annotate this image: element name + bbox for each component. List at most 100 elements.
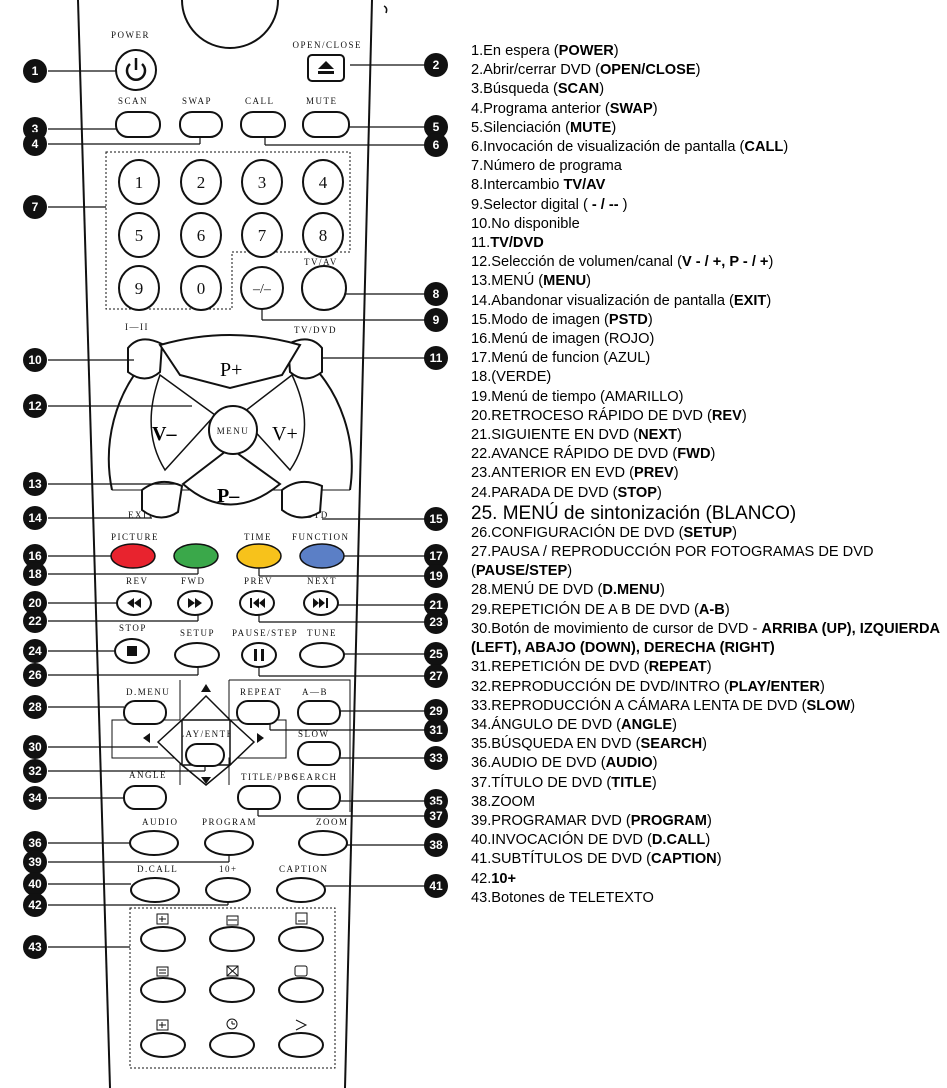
p-plus-button[interactable] <box>158 334 302 390</box>
legend-item-22: 22.AVANCE RÁPIDO DE DVD (FWD) <box>471 446 716 463</box>
green-button[interactable] <box>173 543 219 569</box>
cursor-left-button[interactable] <box>156 718 183 767</box>
svg-text:1: 1 <box>135 173 144 192</box>
svg-text:14: 14 <box>28 511 42 525</box>
teletext-button[interactable] <box>209 926 255 952</box>
cursor-right-button[interactable] <box>229 718 256 767</box>
teletext-button[interactable] <box>140 926 186 952</box>
cursor-up-button[interactable] <box>180 694 232 721</box>
digit-button-0[interactable]: 0 <box>180 265 222 311</box>
teletext-button[interactable] <box>140 1032 186 1058</box>
digit-button-5[interactable]: 5 <box>118 212 160 258</box>
label-caption: CAPTION <box>279 864 329 874</box>
teletext-button[interactable] <box>278 977 324 1003</box>
callout-7: 7 <box>23 195 47 219</box>
remote-control-diagram: POWER OPEN/CLOSE SCAN SWAP CALL MUTE TV/… <box>23 0 448 1088</box>
teletext-frame <box>129 907 336 1069</box>
setup-button[interactable] <box>174 642 220 668</box>
call-button[interactable] <box>240 111 286 138</box>
callout-5: 5 <box>424 115 448 139</box>
time-yellow-button[interactable] <box>236 543 282 569</box>
svg-text:3: 3 <box>258 173 267 192</box>
tv-av-button[interactable] <box>301 265 347 311</box>
rev-button[interactable] <box>116 590 152 616</box>
v-plus-button[interactable] <box>238 373 306 472</box>
power-button[interactable] <box>115 49 157 91</box>
callouts: 1 2 3 4 5 6 7 8 9 10 11 12 13 14 15 16 1… <box>23 53 448 959</box>
audio-button[interactable] <box>129 830 179 856</box>
pause-step-button[interactable] <box>241 642 277 668</box>
callout-leader-lines <box>48 64 425 948</box>
callout-36: 36 <box>23 831 47 855</box>
p-std-button[interactable] <box>281 480 324 519</box>
label-power: POWER <box>111 30 150 40</box>
digit-button-9[interactable]: 9 <box>118 265 160 311</box>
exit-button[interactable] <box>141 480 184 519</box>
fwd-button[interactable] <box>177 590 213 616</box>
svg-text:36: 36 <box>28 836 42 850</box>
digit-button-7[interactable]: 7 <box>241 212 283 258</box>
v-plus-label: V+ <box>272 423 298 445</box>
svg-text:37: 37 <box>429 809 443 823</box>
search-button[interactable] <box>297 785 341 810</box>
digit-button-4[interactable]: 4 <box>302 159 344 205</box>
swap-button[interactable] <box>179 111 223 138</box>
function-blue-button[interactable] <box>299 543 345 569</box>
teletext-button[interactable] <box>140 977 186 1003</box>
open-close-button[interactable] <box>307 54 345 82</box>
digit-button-8[interactable]: 8 <box>302 212 344 258</box>
digit-button-3[interactable]: 3 <box>241 159 283 205</box>
menu-button[interactable]: MENU <box>208 405 258 455</box>
label-rev: REV <box>126 576 149 586</box>
label-pause-step: PAUSE/STEP <box>232 628 298 638</box>
a-b-button[interactable] <box>297 700 341 725</box>
callout-18: 18 <box>23 562 47 586</box>
svg-text:2: 2 <box>197 173 206 192</box>
next-button[interactable] <box>303 590 339 616</box>
svg-text:43: 43 <box>28 940 42 954</box>
d-menu-button[interactable] <box>123 700 167 725</box>
label-zoom: ZOOM <box>316 817 349 827</box>
teletext-button[interactable] <box>278 1032 324 1058</box>
legend-item-18: 18.(VERDE) <box>471 369 552 386</box>
teletext-button[interactable] <box>209 1032 255 1058</box>
cursor-pad <box>156 694 256 786</box>
svg-text:9: 9 <box>135 279 144 298</box>
slow-button[interactable] <box>297 741 341 766</box>
play-enter-button[interactable] <box>185 743 225 767</box>
teletext-button[interactable] <box>209 977 255 1003</box>
title-pbc-button[interactable] <box>237 785 281 810</box>
angle-button[interactable] <box>123 785 167 810</box>
svg-text:42: 42 <box>28 898 42 912</box>
stop-button[interactable] <box>114 638 150 664</box>
digit-select-button[interactable]: –/– <box>240 266 284 310</box>
svg-text:19: 19 <box>429 569 443 583</box>
tune-button[interactable] <box>299 642 345 668</box>
digit-button-1[interactable]: 1 <box>118 159 160 205</box>
v-minus-button[interactable] <box>150 373 217 472</box>
digit-button-2[interactable]: 2 <box>180 159 222 205</box>
svg-text:11: 11 <box>430 351 443 365</box>
caption-button[interactable] <box>276 877 326 903</box>
callout-40: 40 <box>23 872 47 896</box>
play-pause-button[interactable] <box>127 338 164 380</box>
zoom-button[interactable] <box>298 830 348 856</box>
svg-text:4: 4 <box>319 173 328 192</box>
callout-8: 8 <box>424 282 448 306</box>
teletext-button[interactable] <box>278 926 324 952</box>
ten-plus-button[interactable] <box>205 877 251 903</box>
rewind-icon <box>127 598 141 608</box>
program-button[interactable] <box>204 830 254 856</box>
repeat-button[interactable] <box>236 700 280 725</box>
scan-button[interactable] <box>115 111 161 138</box>
digit-button-6[interactable]: 6 <box>180 212 222 258</box>
legend-item-9: 9.Selector digital ( - / -- ) <box>471 196 628 213</box>
mute-button[interactable] <box>302 111 350 138</box>
callout-37: 37 <box>424 804 448 828</box>
picture-red-button[interactable] <box>110 543 156 569</box>
callout-9: 9 <box>424 308 448 332</box>
prev-button[interactable] <box>239 590 275 616</box>
callout-21: 21 <box>424 593 448 617</box>
d-call-button[interactable] <box>130 877 180 903</box>
p-minus-button[interactable] <box>181 446 282 506</box>
